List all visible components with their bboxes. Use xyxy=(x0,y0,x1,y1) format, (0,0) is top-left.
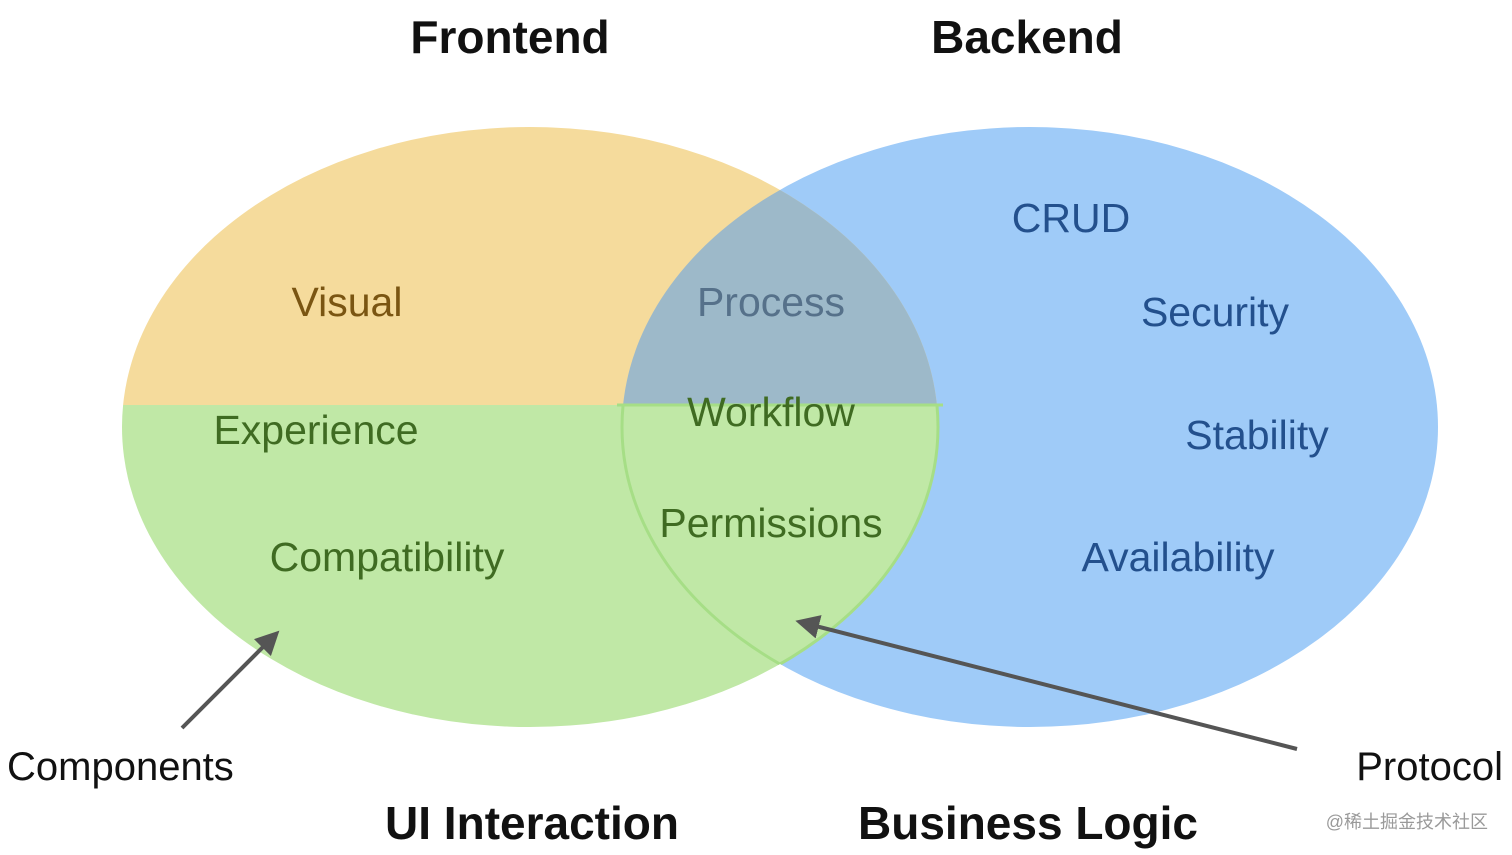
ui-interaction-region xyxy=(122,405,938,727)
label-permissions: Permissions xyxy=(659,500,882,546)
label-stability: Stability xyxy=(1185,412,1329,458)
components-arrow xyxy=(180,630,280,730)
label-experience: Experience xyxy=(213,407,418,453)
label-process: Process xyxy=(697,279,845,325)
heading-business-logic: Business Logic xyxy=(858,797,1198,849)
label-crud: CRUD xyxy=(1012,195,1130,241)
label-visual: Visual xyxy=(292,279,403,325)
label-security: Security xyxy=(1141,289,1290,335)
label-availability: Availability xyxy=(1082,534,1275,580)
protocol-arrow xyxy=(795,615,1298,751)
label-compatibility: Compatibility xyxy=(270,534,505,580)
interaction-edge-outline xyxy=(622,405,940,727)
heading-backend: Backend xyxy=(931,11,1123,63)
watermark-text: @稀土掘金技术社区 xyxy=(1326,812,1488,832)
callout-components: Components xyxy=(7,745,234,789)
overlap-top-region xyxy=(622,127,938,405)
overlap-bottom-outline xyxy=(620,405,938,727)
callout-protocol: Protocol xyxy=(1356,745,1503,789)
label-workflow: Workflow xyxy=(687,389,855,435)
heading-frontend: Frontend xyxy=(410,11,609,63)
heading-ui-interaction: UI Interaction xyxy=(385,797,679,849)
